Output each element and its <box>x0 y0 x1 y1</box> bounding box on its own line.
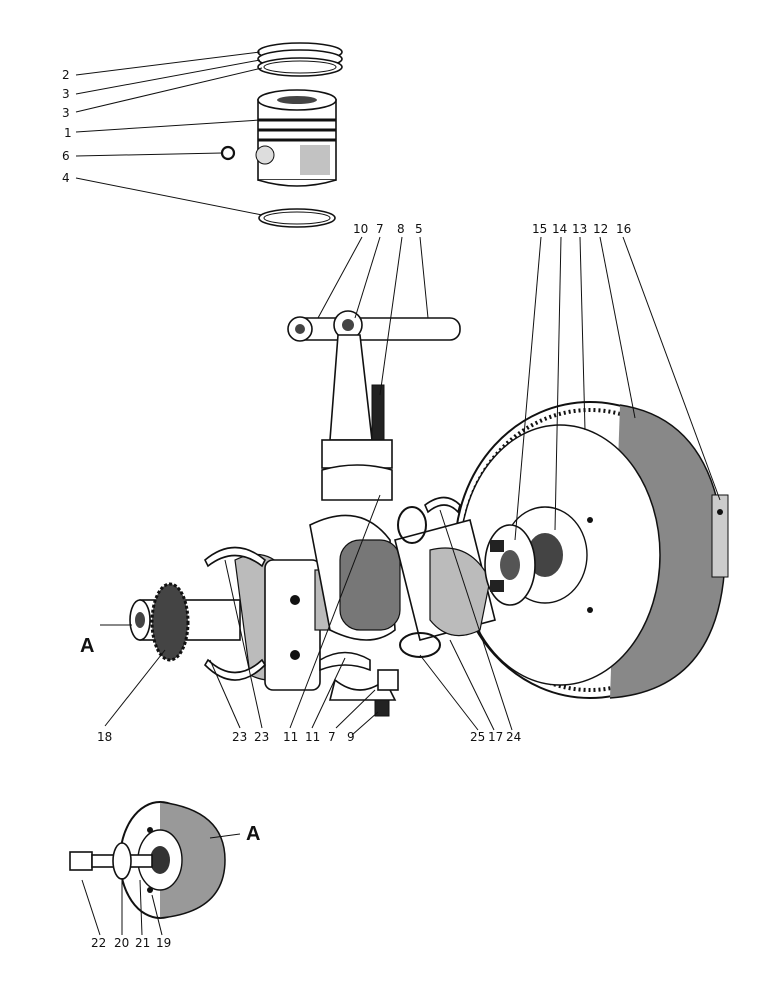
label-18: 18 <box>97 730 112 744</box>
label-3b: 3 <box>62 106 70 120</box>
part-labels: 2 3 3 1 6 4 10 7 8 5 15 14 13 12 16 18 2… <box>62 68 631 950</box>
flywheel <box>454 401 729 699</box>
label-17: 17 <box>488 730 503 744</box>
label-23a: 23 <box>232 730 247 744</box>
label-1: 1 <box>64 126 72 140</box>
reference-a-pulley: A <box>246 823 260 845</box>
label-9: 9 <box>347 730 355 744</box>
label-6: 6 <box>62 149 70 163</box>
label-19: 19 <box>156 936 171 950</box>
label-11b: 11 <box>305 730 320 744</box>
label-8: 8 <box>397 222 405 236</box>
circlip <box>220 145 236 161</box>
label-3a: 3 <box>62 87 70 101</box>
reference-a-crankshaft: A <box>80 635 94 657</box>
label-11a: 11 <box>283 730 298 744</box>
piston-ring-bottom <box>258 208 336 228</box>
leader-lines <box>75 51 721 936</box>
thrust-washers <box>397 506 441 658</box>
label-23b: 23 <box>254 730 269 744</box>
label-22: 22 <box>91 936 106 950</box>
label-2: 2 <box>62 68 70 82</box>
label-24: 24 <box>506 730 521 744</box>
label-7a: 7 <box>376 222 384 236</box>
label-4: 4 <box>62 171 70 185</box>
crankshaft <box>129 514 536 691</box>
gudgeon-pin-and-rod <box>287 310 461 501</box>
label-14: 14 <box>552 222 567 236</box>
label-5: 5 <box>415 222 423 236</box>
piston <box>255 89 337 187</box>
label-10: 10 <box>353 222 368 236</box>
label-15: 15 <box>532 222 547 236</box>
label-21: 21 <box>135 936 150 950</box>
pulley-bolt <box>69 842 153 880</box>
label-12: 12 <box>593 222 608 236</box>
label-13: 13 <box>572 222 587 236</box>
label-16: 16 <box>616 222 631 236</box>
big-end-cap <box>328 669 399 717</box>
label-7b: 7 <box>328 730 336 744</box>
piston-ring-top <box>257 42 343 77</box>
label-20: 20 <box>114 936 129 950</box>
label-25: 25 <box>470 730 485 744</box>
crankshaft-pulley <box>119 801 226 919</box>
